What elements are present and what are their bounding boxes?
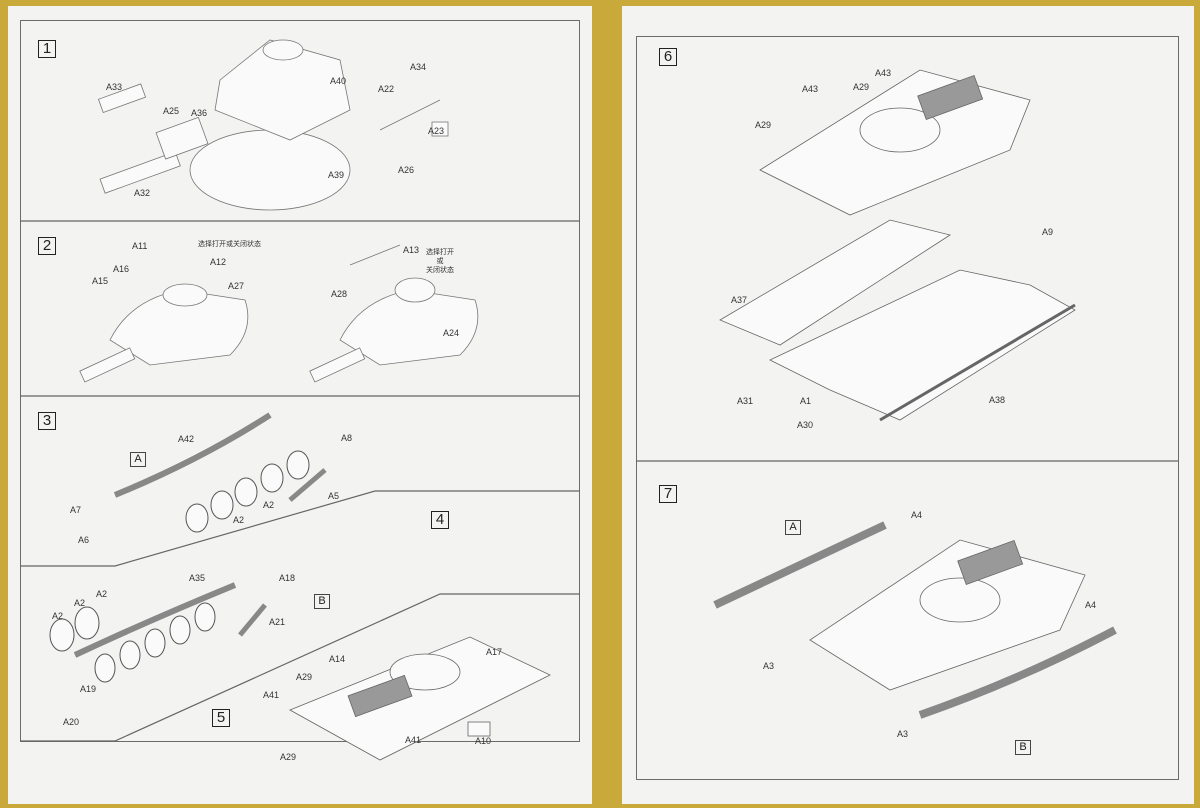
part-label: A10 bbox=[475, 736, 492, 746]
step-2-number: 2 bbox=[38, 237, 56, 255]
step1-drawing bbox=[97, 39, 449, 211]
part-label: A4 bbox=[1085, 600, 1097, 610]
part-label: A4 bbox=[911, 510, 923, 520]
step-4-number: 4 bbox=[431, 511, 449, 529]
part-label: A1 bbox=[800, 396, 812, 406]
open-closed-note: 选择打开 或 关闭状态 bbox=[426, 248, 454, 275]
part-label: A2 bbox=[263, 500, 275, 510]
part-label: A2 bbox=[233, 515, 245, 525]
part-label: A8 bbox=[341, 433, 353, 443]
part-label: A2 bbox=[96, 589, 108, 599]
part-label: A43 bbox=[802, 84, 819, 94]
part-label: A29 bbox=[280, 752, 297, 762]
part-label: A7 bbox=[70, 505, 82, 515]
open-closed-note: 选择打开或关闭状态 bbox=[198, 241, 261, 248]
step7-drawing bbox=[713, 521, 1117, 719]
part-label: A14 bbox=[329, 654, 346, 664]
subassembly-b-label: B bbox=[1015, 740, 1031, 755]
part-label: A2 bbox=[74, 598, 86, 608]
part-label: A6 bbox=[78, 535, 90, 545]
part-label: A11 bbox=[132, 241, 148, 251]
part-label: A19 bbox=[80, 684, 97, 694]
part-label: A32 bbox=[134, 188, 151, 198]
part-label: A37 bbox=[731, 295, 748, 305]
part-label: A29 bbox=[296, 672, 313, 682]
note-line: 关闭状态 bbox=[426, 267, 454, 274]
part-label: A16 bbox=[113, 264, 130, 274]
part-label: A26 bbox=[398, 165, 415, 175]
part-label: A13 bbox=[403, 245, 420, 255]
step4-drawing bbox=[49, 582, 267, 683]
part-label: A23 bbox=[428, 126, 445, 136]
part-label: A29 bbox=[853, 82, 870, 92]
part-label: A12 bbox=[210, 257, 227, 267]
part-label: A29 bbox=[755, 120, 772, 130]
part-label: A31 bbox=[737, 396, 754, 406]
part-label: A40 bbox=[330, 76, 347, 86]
part-label: A42 bbox=[178, 434, 195, 444]
part-label: A18 bbox=[279, 573, 296, 583]
part-label: A28 bbox=[331, 289, 348, 299]
part-label: A22 bbox=[378, 84, 395, 94]
step-6-number: 6 bbox=[659, 48, 677, 66]
part-label: A43 bbox=[875, 68, 892, 78]
part-label: A36 bbox=[191, 108, 208, 118]
part-label: A15 bbox=[92, 276, 109, 286]
part-label: A3 bbox=[763, 661, 775, 671]
part-label: A5 bbox=[328, 491, 340, 501]
part-label: A21 bbox=[269, 617, 286, 627]
subassembly-a-label: A bbox=[785, 520, 801, 535]
part-label: A25 bbox=[163, 106, 180, 116]
part-label: A41 bbox=[405, 735, 422, 745]
part-label: A39 bbox=[328, 170, 345, 180]
step-5-number: 5 bbox=[212, 709, 230, 727]
part-label: A27 bbox=[228, 281, 245, 291]
step3-drawing bbox=[113, 412, 327, 533]
step2-drawing bbox=[79, 244, 479, 383]
step6-drawing bbox=[719, 69, 1076, 422]
left-frame bbox=[20, 20, 580, 742]
part-label: A30 bbox=[797, 420, 814, 430]
part-label: A20 bbox=[63, 717, 80, 727]
step-7-number: 7 bbox=[659, 485, 677, 503]
part-label: A24 bbox=[443, 328, 460, 338]
part-label: A35 bbox=[189, 573, 206, 583]
part-label: A9 bbox=[1042, 227, 1054, 237]
step5-drawing bbox=[289, 636, 551, 761]
part-label: A17 bbox=[486, 647, 503, 657]
step-1-number: 1 bbox=[38, 40, 56, 58]
note-line: 或 bbox=[436, 258, 444, 265]
part-label: A41 bbox=[263, 690, 280, 700]
step-3-number: 3 bbox=[38, 412, 56, 430]
part-label: A3 bbox=[897, 729, 909, 739]
part-label: A34 bbox=[410, 62, 427, 72]
part-label: A33 bbox=[106, 82, 123, 92]
subassembly-a-label: A bbox=[130, 452, 146, 467]
part-label: A2 bbox=[52, 611, 64, 621]
part-label: A38 bbox=[989, 395, 1006, 405]
note-line: 选择打开 bbox=[426, 249, 454, 256]
right-frame bbox=[636, 36, 1179, 780]
subassembly-b-label: B bbox=[314, 594, 330, 609]
